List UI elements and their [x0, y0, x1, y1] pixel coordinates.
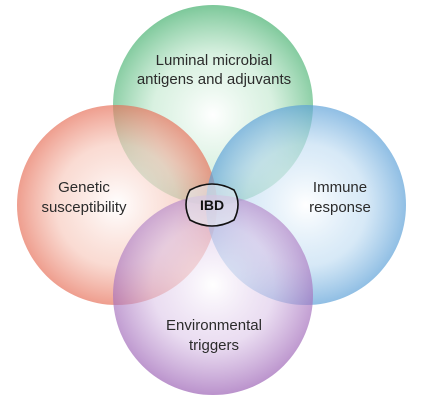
- top-label-line2: antigens and adjuvants: [137, 71, 291, 88]
- center-intersection: [185, 183, 239, 227]
- right-label-line2: response: [309, 199, 371, 216]
- center-label: IBD: [200, 197, 224, 213]
- top-label-line1: Luminal microbial: [156, 52, 273, 69]
- left-label-line1: Genetic: [58, 179, 110, 196]
- left-label-line2: susceptibility: [41, 199, 127, 216]
- right-label-line1: Immune: [313, 179, 367, 196]
- circle-bottom: [113, 195, 313, 395]
- bottom-label-line1: Environmental: [166, 317, 262, 334]
- bottom-label-line2: triggers: [189, 337, 239, 354]
